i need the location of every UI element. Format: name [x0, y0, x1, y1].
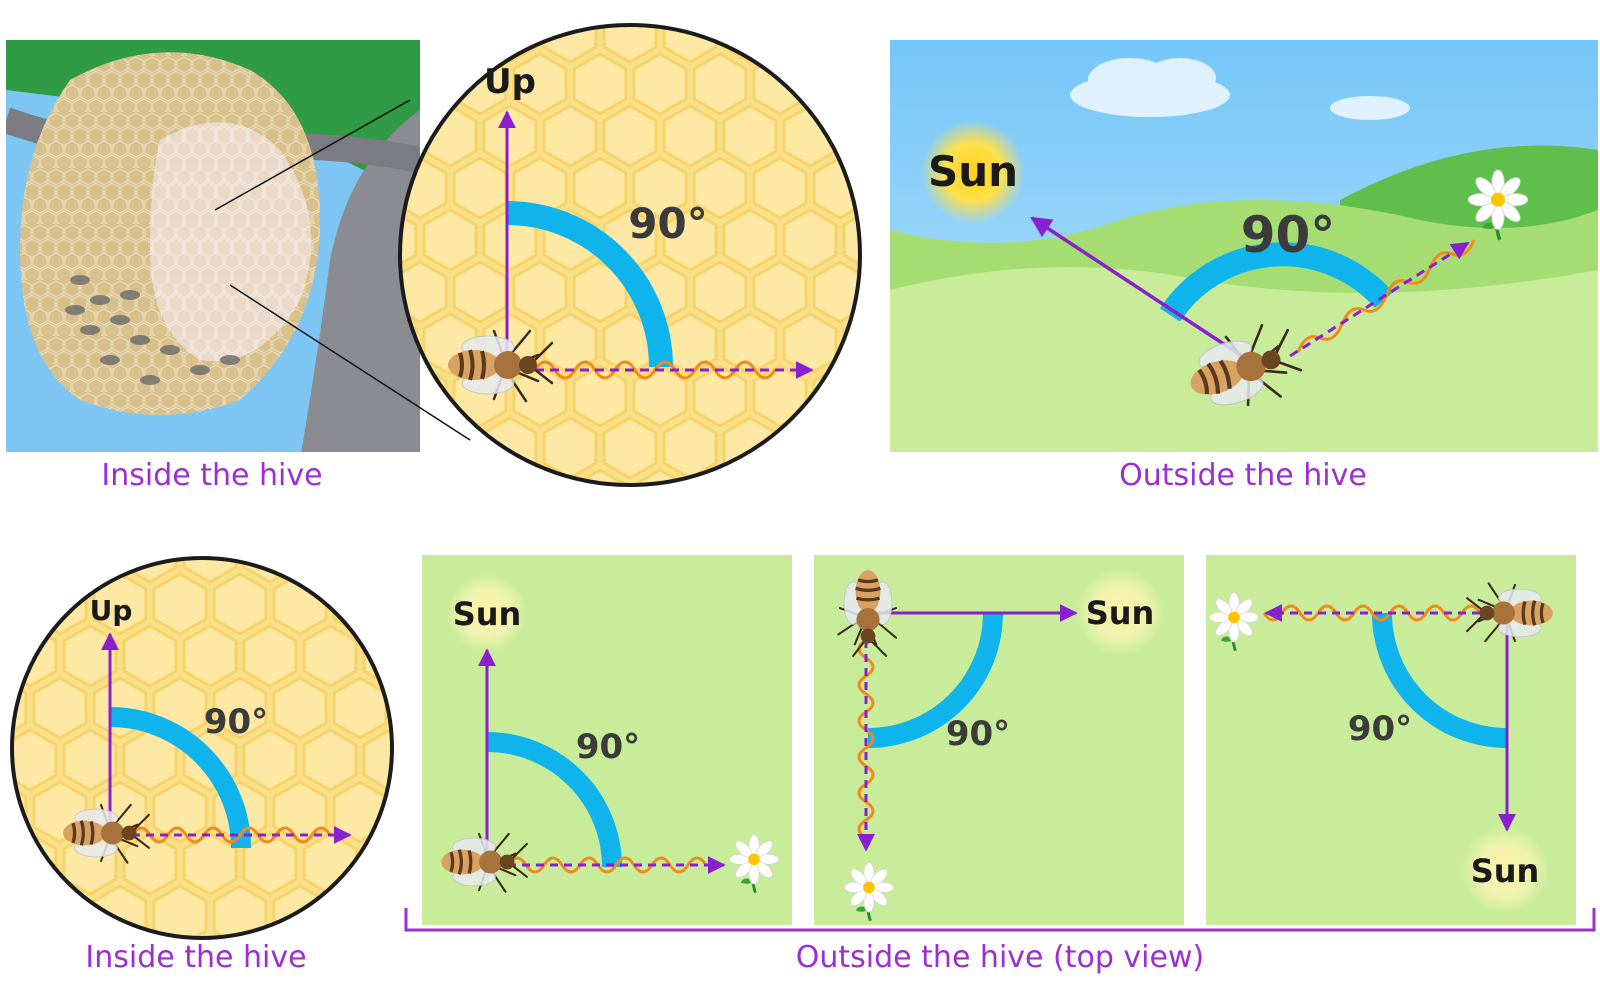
angle-label: 90° — [946, 714, 1010, 754]
waggle-path — [130, 826, 332, 844]
tree-icon — [301, 110, 420, 452]
sun-icon — [447, 573, 527, 653]
caption-outside-hive-top: Outside the hive — [1119, 458, 1367, 493]
zoom-line-bottom — [229, 284, 471, 441]
comb-zoom-circle: Up 90° — [398, 23, 862, 487]
sun-icon — [1461, 826, 1549, 914]
angle-arc — [506, 201, 673, 368]
angle-arc — [109, 707, 251, 849]
comb-circle-bottom: Up 90° — [10, 556, 394, 940]
sun-label: Sun — [928, 147, 1018, 196]
up-label: Up — [90, 594, 133, 627]
angle-label: 90° — [628, 199, 707, 248]
sun-icon — [1076, 568, 1164, 656]
caption-inside-hive-bottom: Inside the hive — [85, 940, 307, 975]
waggle-path — [857, 638, 875, 840]
sun-label: Sun — [1471, 852, 1540, 890]
angle-arc — [486, 732, 622, 868]
angle-arc — [1372, 612, 1508, 748]
angle-label: 90° — [1348, 709, 1412, 749]
sun-icon — [921, 120, 1025, 224]
angle-label: 90° — [1241, 206, 1336, 264]
top-view-panel-3: Sun 90° — [1206, 555, 1576, 925]
angle-arc — [1159, 242, 1393, 322]
zoom-line-top — [214, 99, 411, 211]
tree-hive-scene — [6, 40, 420, 452]
caption-outside-hive-top-view: Outside the hive (top view) — [795, 940, 1205, 975]
angle-label: 90° — [204, 702, 268, 742]
caption-inside-hive-top: Inside the hive — [101, 458, 323, 493]
beehive-icon — [20, 52, 320, 415]
top-view-panel-1: Sun 90° — [422, 555, 792, 925]
waggle-path — [506, 856, 708, 874]
bracket — [404, 908, 1596, 932]
angle-arc — [867, 612, 1003, 748]
up-label: Up — [484, 62, 536, 102]
angle-label: 90° — [576, 727, 640, 767]
flower-direction-arrow — [1289, 241, 1470, 358]
sun-label: Sun — [1086, 594, 1155, 632]
sun-label: Sun — [453, 595, 522, 633]
top-view-panel-2: Sun 90° — [814, 555, 1184, 925]
sun-direction-arrow — [1030, 216, 1249, 362]
outside-landscape: Sun 90° — [890, 40, 1598, 453]
cloud-icon — [1070, 58, 1410, 120]
